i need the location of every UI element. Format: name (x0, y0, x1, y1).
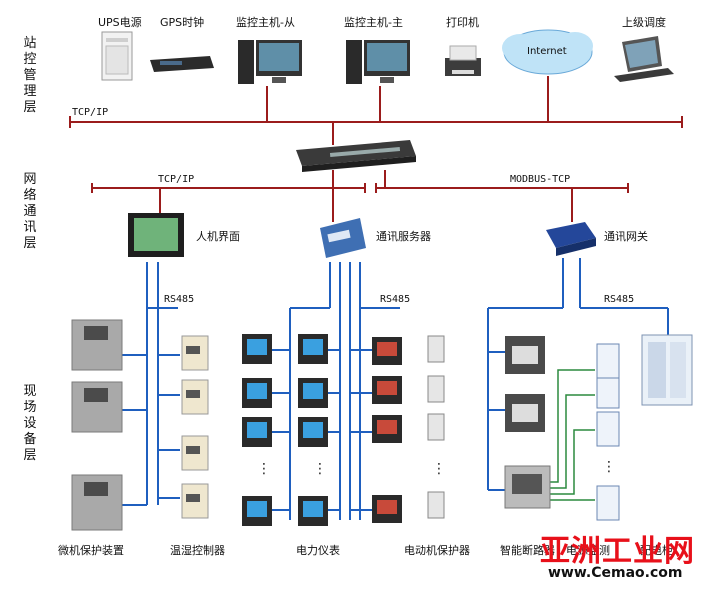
modbus-tcp-label: MODBUS-TCP (510, 174, 571, 185)
layer-label-station: 站控管理层 (23, 36, 37, 115)
internet-cloud (502, 29, 593, 75)
relay-protection-units (71, 319, 123, 531)
relay-label: 微机保护装置 (58, 544, 124, 557)
network-switch (296, 140, 416, 172)
tcp-ip-mid-bus (91, 170, 366, 222)
gps-label: GPS时钟 (160, 16, 205, 29)
layer-label-network: 网络通讯层 (23, 172, 37, 251)
rs485-lines (122, 258, 669, 520)
rs485-label-1: RS485 (164, 294, 195, 305)
smart-breaker-label: 智能断路器 (500, 544, 555, 557)
dispatch-label: 上级调度 (622, 16, 666, 29)
svg-text:⋮: ⋮ (432, 461, 446, 477)
gateway-device (546, 222, 596, 256)
printer-device (445, 45, 481, 76)
svg-text:⋮: ⋮ (602, 459, 616, 475)
laptop-device (614, 36, 674, 82)
monitor-wires (550, 369, 595, 501)
ups-label: UPS电源 (98, 16, 142, 29)
svg-text:⋮: ⋮ (313, 461, 327, 477)
power-monitor-modules: ⋮ (596, 343, 620, 521)
rs485-label-2: RS485 (380, 294, 411, 305)
power-meter-label: 电力仪表 (296, 544, 340, 557)
cabinet-label: 配电柜 (640, 544, 673, 557)
hmi-touch-panel (128, 213, 184, 257)
tcp-ip-top-bus (69, 76, 683, 145)
comm-server-label: 通讯服务器 (376, 230, 431, 243)
watermark-brand: 亚洲工业网 (540, 534, 695, 569)
gps-clock-device (150, 56, 214, 72)
svg-text:⋮: ⋮ (257, 461, 271, 477)
slave-host-label: 监控主机-从 (236, 16, 295, 29)
slave-monitor-host (238, 40, 302, 84)
tcp-ip-top-label: TCP/IP (72, 107, 109, 118)
rs485-label-3: RS485 (604, 294, 635, 305)
watermark-url: www.Cemao.com (548, 565, 683, 581)
printer-label: 打印机 (446, 16, 479, 29)
gateway-label: 通讯网关 (604, 230, 648, 243)
hmi-label: 人机界面 (196, 230, 240, 243)
power-meters: ⋮ ⋮ (242, 334, 328, 526)
ups-device (101, 31, 133, 81)
master-host-label: 监控主机-主 (344, 16, 403, 29)
temp-controller-label: 温湿控制器 (170, 544, 225, 557)
power-monitor-label: 电源监测 (566, 544, 610, 557)
modbus-tcp-bus (375, 170, 629, 222)
tcp-ip-mid-label: TCP/IP (158, 174, 195, 185)
comm-server-device (320, 218, 366, 258)
temp-humidity-controllers (181, 335, 209, 519)
motor-protectors: ⋮ (372, 335, 446, 523)
smart-breakers (504, 336, 551, 509)
layer-label-field: 现场设备层 (23, 384, 37, 463)
motor-protector-label: 电动机保护器 (404, 544, 470, 557)
master-monitor-host (346, 40, 410, 84)
internet-label: Internet (527, 46, 567, 57)
distribution-cabinet (641, 334, 693, 406)
